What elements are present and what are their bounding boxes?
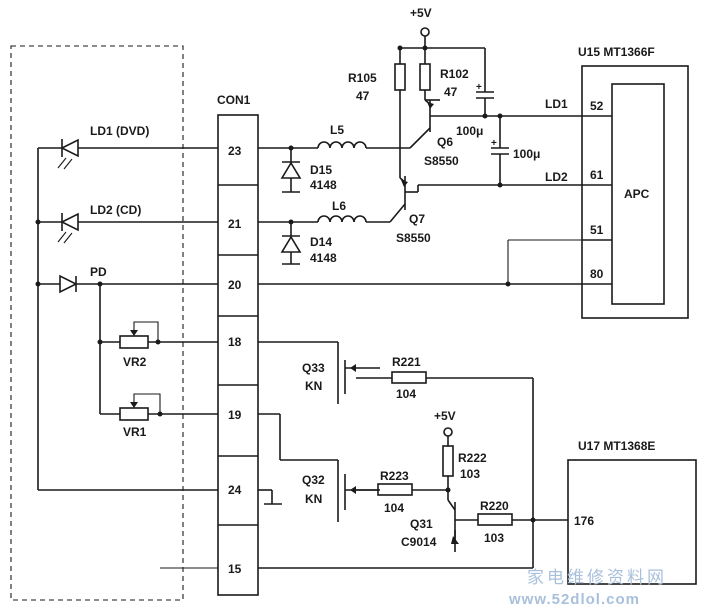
u17-pin-176: 176 bbox=[574, 514, 594, 528]
r223-label: R223 bbox=[380, 469, 409, 483]
inductor-l6 bbox=[317, 215, 367, 223]
con-pin-20: 20 bbox=[228, 278, 242, 292]
ic-u17 bbox=[567, 459, 697, 585]
con-pin-19: 19 bbox=[228, 408, 242, 422]
potentiometer-vr2 bbox=[97, 321, 218, 349]
resistor-r222 bbox=[442, 445, 454, 500]
r222-value: 103 bbox=[460, 467, 480, 481]
transistor-q6 bbox=[409, 99, 485, 149]
c1-value: 100μ bbox=[456, 124, 483, 138]
q31-value: C9014 bbox=[401, 535, 437, 549]
con-pin-21: 21 bbox=[228, 217, 242, 231]
u15-apc-label: APC bbox=[624, 187, 650, 201]
resistor-r105 bbox=[394, 45, 406, 178]
vr1-label: VR1 bbox=[123, 425, 147, 439]
r102-label: R102 bbox=[440, 67, 469, 81]
ld1-label: LD1 (DVD) bbox=[90, 124, 149, 138]
q7-label: Q7 bbox=[409, 212, 425, 226]
r105-label: R105 bbox=[348, 71, 377, 85]
r223-value: 104 bbox=[384, 501, 404, 515]
q6-value: S8550 bbox=[424, 154, 459, 168]
vr2-label: VR2 bbox=[123, 355, 147, 369]
c2-value: 100μ bbox=[513, 147, 540, 161]
q6-label: Q6 bbox=[437, 135, 453, 149]
u17-label: U17 MT1368E bbox=[578, 439, 655, 453]
connector-con1 bbox=[217, 114, 259, 596]
d14-label: D14 bbox=[310, 235, 332, 249]
con-pin-24: 24 bbox=[228, 483, 242, 497]
transistor-q32 bbox=[337, 470, 380, 522]
r221-label: R221 bbox=[392, 355, 421, 369]
u15-pin-52: 52 bbox=[590, 99, 604, 113]
resistor-r221 bbox=[356, 371, 534, 568]
l5-label: L5 bbox=[330, 123, 344, 137]
u15-label: U15 MT1366F bbox=[578, 45, 655, 59]
d15-value: 4148 bbox=[310, 178, 337, 192]
con-pin-15: 15 bbox=[228, 562, 242, 576]
capacitor-c1: + bbox=[476, 48, 494, 119]
con-pin-23: 23 bbox=[228, 144, 242, 158]
supply-5v-top bbox=[400, 27, 485, 49]
net-ld1-label: LD1 bbox=[545, 97, 568, 111]
pd-label: PD bbox=[90, 265, 107, 279]
potentiometer-vr1 bbox=[100, 393, 218, 421]
resistor-r102 bbox=[419, 45, 431, 100]
watermark-line1: 家电维修资料网 bbox=[527, 568, 667, 588]
d14-value: 4148 bbox=[310, 251, 337, 265]
r220-label: R220 bbox=[480, 499, 509, 513]
q32-value: KN bbox=[305, 492, 322, 506]
resistor-r223 bbox=[356, 483, 451, 496]
supply-mid-label: +5V bbox=[434, 409, 456, 423]
inductor-l5 bbox=[317, 141, 367, 149]
r222-label: R222 bbox=[458, 451, 487, 465]
r220-value: 103 bbox=[484, 531, 504, 545]
q32-label: Q32 bbox=[302, 473, 325, 487]
q31-label: Q31 bbox=[410, 517, 433, 531]
watermark-line2: www.52dlol.com bbox=[508, 591, 640, 608]
ld2-label: LD2 (CD) bbox=[90, 203, 141, 217]
resistor-r220 bbox=[477, 513, 568, 526]
l6-label: L6 bbox=[332, 199, 346, 213]
q33-value: KN bbox=[305, 379, 322, 393]
photodiode-pd bbox=[35, 219, 218, 294]
laser-diode-ld1 bbox=[38, 138, 218, 170]
supply-top-label: +5V bbox=[410, 6, 432, 20]
q7-value: S8550 bbox=[396, 231, 431, 245]
d15-label: D15 bbox=[310, 163, 332, 177]
connector-label: CON1 bbox=[217, 93, 251, 107]
pickup-module-boundary bbox=[10, 45, 184, 601]
laser-diode-ld2 bbox=[38, 212, 218, 244]
con-pin-18: 18 bbox=[228, 335, 242, 349]
diode-d14 bbox=[280, 219, 302, 265]
diode-d15 bbox=[280, 145, 302, 193]
transistor-q7 bbox=[389, 176, 582, 223]
q33-label: Q33 bbox=[302, 361, 325, 375]
svg-text:+: + bbox=[476, 82, 482, 93]
capacitor-c2: + bbox=[491, 113, 509, 188]
r221-value: 104 bbox=[396, 387, 416, 401]
transistor-q33 bbox=[337, 356, 380, 404]
ic-u15 bbox=[581, 65, 689, 319]
supply-5v-mid bbox=[443, 427, 453, 446]
net-ld2-label: LD2 bbox=[545, 170, 568, 184]
u15-pin-61: 61 bbox=[590, 168, 604, 182]
r102-value: 47 bbox=[444, 85, 458, 99]
u15-pin-80: 80 bbox=[590, 267, 604, 281]
transistor-q31 bbox=[447, 499, 478, 552]
r105-value: 47 bbox=[356, 89, 370, 103]
svg-text:+: + bbox=[491, 138, 497, 149]
u15-pin-51: 51 bbox=[590, 223, 604, 237]
